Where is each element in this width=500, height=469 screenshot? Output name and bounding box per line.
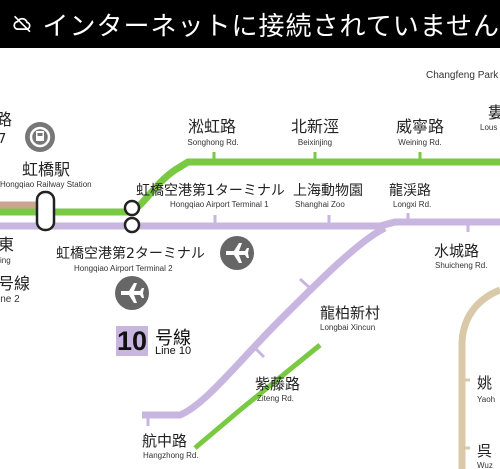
terminal1-sub: Hongqiao Airport Terminal 1 bbox=[170, 200, 269, 209]
ziteng-label: 紫藤路 bbox=[255, 375, 300, 393]
offline-message: インターネットに接続されていません bbox=[42, 11, 500, 42]
left-east-sub: ing bbox=[0, 256, 11, 265]
left-line2-sub: ine 2 bbox=[0, 294, 20, 305]
line10-branch-track bbox=[142, 224, 387, 419]
terminal1-label: 虹橋空港第1ターミナル bbox=[136, 182, 285, 199]
cloud-offline-icon bbox=[13, 15, 31, 33]
yao-sub: Yaoh bbox=[477, 395, 495, 404]
line10-name-en: Line 10 bbox=[155, 345, 192, 357]
metro-map[interactable]: Changfeng Park 淞虹路 Songhong Rd. 北新涇 Beix… bbox=[0, 48, 500, 469]
line10-name-jp: 号線 bbox=[155, 328, 191, 349]
songhong-label: 淞虹路 bbox=[188, 117, 236, 136]
shuicheng-label: 水城路 bbox=[434, 242, 479, 260]
green-line-lower-track bbox=[193, 343, 322, 450]
weining-label: 威寧路 bbox=[396, 117, 444, 136]
terminal2-label: 虹橋空港第2ターミナル bbox=[56, 245, 205, 262]
lou-label: 婁 bbox=[488, 103, 500, 122]
hongqiao-rail-label: 虹橋駅 bbox=[22, 160, 70, 179]
left-partial-label-1: 路 bbox=[0, 110, 12, 129]
airport-icon bbox=[220, 236, 254, 270]
longbai-sub: Longbai Xincun bbox=[320, 323, 375, 332]
longbai-tick bbox=[298, 277, 312, 290]
wu-sub: Wuz bbox=[477, 461, 493, 469]
longbai-label: 龍柏新村 bbox=[320, 304, 380, 322]
left-partial-label-2: 7 bbox=[0, 132, 6, 147]
terminal1-interchange-bottom[interactable] bbox=[123, 216, 141, 234]
beixinjing-sub: Beixinjing bbox=[298, 138, 332, 147]
hongqiao-railway-interchange[interactable] bbox=[35, 190, 56, 232]
tan-line-track bbox=[458, 286, 500, 469]
shanghaizoo-label: 上海動物園 bbox=[293, 183, 363, 199]
ziteng-sub: Ziteng Rd. bbox=[257, 394, 294, 403]
hangzhong-label: 航中路 bbox=[142, 432, 187, 450]
shanghaizoo-sub: Shanghai Zoo bbox=[295, 200, 345, 209]
songhong-sub: Songhong Rd. bbox=[187, 138, 238, 147]
weining-sub: Weining Rd. bbox=[398, 138, 441, 147]
offline-banner: インターネットに接続されていません bbox=[0, 0, 500, 48]
wu-label: 呉 bbox=[477, 442, 492, 460]
longxi-label: 龍渓路 bbox=[389, 182, 431, 199]
shuicheng-sub: Shuicheng Rd. bbox=[435, 261, 487, 270]
airport-icon bbox=[115, 276, 149, 310]
lou-sub: Lous bbox=[480, 123, 497, 132]
changfeng-label: Changfeng Park bbox=[426, 70, 499, 81]
left-east-label: 東 bbox=[0, 235, 14, 254]
yao-label: 姚 bbox=[477, 374, 492, 392]
beixinjing-label: 北新涇 bbox=[291, 117, 339, 136]
hongqiao-rail-sub: Hongqiao Railway Station bbox=[0, 180, 92, 189]
line10-number-badge: 10 bbox=[116, 326, 148, 356]
ziteng-tick bbox=[253, 346, 266, 359]
terminal1-interchange-top[interactable] bbox=[123, 199, 141, 217]
longxi-sub: Longxi Rd. bbox=[393, 200, 431, 209]
hangzhong-sub: Hangzhong Rd. bbox=[143, 451, 199, 460]
line10-track bbox=[0, 218, 500, 230]
railway-station-icon bbox=[25, 122, 55, 152]
left-line2-label: 号線 bbox=[0, 274, 30, 293]
green-line-track bbox=[0, 158, 500, 216]
terminal2-sub: Hongqiao Airport Terminal 2 bbox=[74, 264, 173, 273]
